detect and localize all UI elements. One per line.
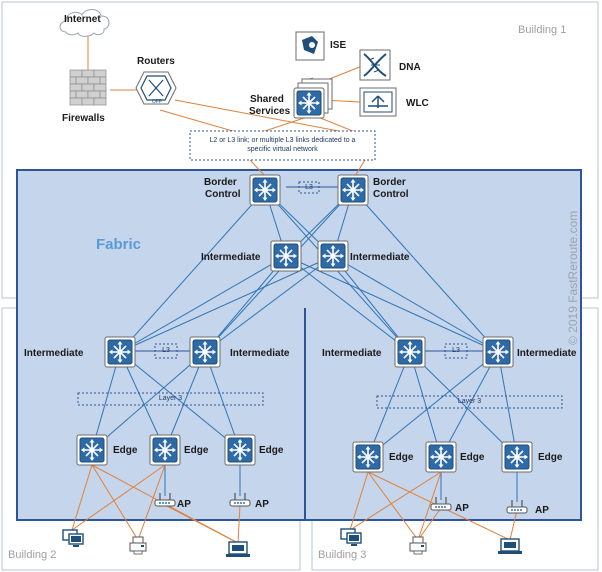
wlc-icon (359, 87, 397, 117)
intermediate-label-core-right: Intermediate (350, 252, 410, 263)
link-note: L2 or L3 link; or multiple L3 links dedi… (190, 136, 375, 154)
printer-icon (129, 536, 147, 555)
building-2-label: Building 2 (8, 549, 57, 561)
laptop-icon (497, 538, 523, 555)
intermediate-switch-b3-right (482, 336, 514, 368)
laptop-icon (225, 541, 251, 558)
shared-services-icon (293, 78, 333, 119)
edge-switch-b3-2 (425, 441, 457, 473)
intermediate-label-b2-left: Intermediate (24, 348, 84, 359)
fabric-label: Fabric (96, 236, 142, 253)
border-label-right-2: Control (373, 189, 409, 200)
dna-label: DNA (399, 62, 421, 73)
edge-label-b2-3: Edge (259, 445, 284, 456)
fabric-links (91, 189, 518, 502)
intermediate-switch-b2-left (104, 336, 136, 368)
intermediate-switch-b2-right (189, 336, 221, 368)
edge-label-b2-2: Edge (184, 445, 209, 456)
copyright-text: © 2019 FastReroute.com (566, 210, 580, 345)
firewalls-label: Firewalls (62, 113, 105, 124)
edge-switch-b3-3 (501, 441, 533, 473)
router-icon: OFP (135, 71, 177, 105)
intermediate-label-b2-right: Intermediate (230, 348, 290, 359)
layer3-label-b3: Layer 3 (457, 398, 482, 405)
pc-icon (340, 528, 362, 547)
ise-label: ISE (330, 40, 347, 51)
edge-label-b3-3: Edge (538, 452, 563, 463)
pc-icon (62, 529, 84, 548)
building-1-label: Building 1 (518, 24, 567, 36)
building-3-label: Building 3 (318, 549, 367, 561)
firewall-icon (69, 69, 107, 106)
edge-label-b3-1: Edge (389, 452, 414, 463)
internet-label: Internet (64, 14, 101, 25)
ap-label-2: AP (255, 499, 269, 510)
l3-label-fabric: L3 (305, 184, 313, 191)
link-note-line-2: specific virtual network (247, 146, 318, 153)
border-label-left-1: Border (204, 177, 237, 188)
edge-label-b3-2: Edge (460, 452, 485, 463)
fabric-area (16, 169, 582, 521)
edge-switch-b3-1 (352, 441, 384, 473)
edge-switch-b2-2 (149, 434, 181, 466)
intermediate-label-core-left: Intermediate (201, 252, 261, 263)
intermediate-label-b3-left: Intermediate (322, 348, 382, 359)
dna-icon (359, 49, 391, 81)
router-badge: OFP (152, 99, 163, 105)
border-label-right-1: Border (373, 177, 406, 188)
ap-label-1: AP (177, 499, 191, 510)
ap-label-3: AP (455, 503, 469, 514)
border-control-switch-left (249, 174, 281, 206)
intermediate-label-b3-right: Intermediate (517, 348, 577, 359)
border-control-switch-right (337, 174, 369, 206)
intermediate-switch-b3-left (394, 336, 426, 368)
edge-switch-b2-3 (224, 434, 256, 466)
wlc-label: WLC (406, 98, 429, 109)
routers-label: Routers (137, 56, 175, 67)
l3-label-b2: L3 (162, 347, 170, 354)
border-label-left-2: Control (205, 189, 241, 200)
printer-icon (409, 536, 427, 555)
l3-label-b3: L3 (452, 347, 460, 354)
edge-label-b2-1: Edge (113, 445, 138, 456)
intermediate-switch-core-left (270, 240, 302, 272)
ise-icon (295, 31, 325, 61)
edge-switch-b2-1 (76, 434, 108, 466)
internet-cloud-icon (59, 9, 110, 37)
shared-services-label-1: Shared (250, 94, 284, 105)
ap-label-4: AP (535, 505, 549, 516)
layer3-label-b2: Layer 3 (158, 395, 183, 402)
link-note-line-1: L2 or L3 link; or multiple L3 links dedi… (209, 137, 356, 144)
shared-services-label-2: Services (249, 106, 291, 117)
intermediate-switch-core-right (317, 240, 349, 272)
